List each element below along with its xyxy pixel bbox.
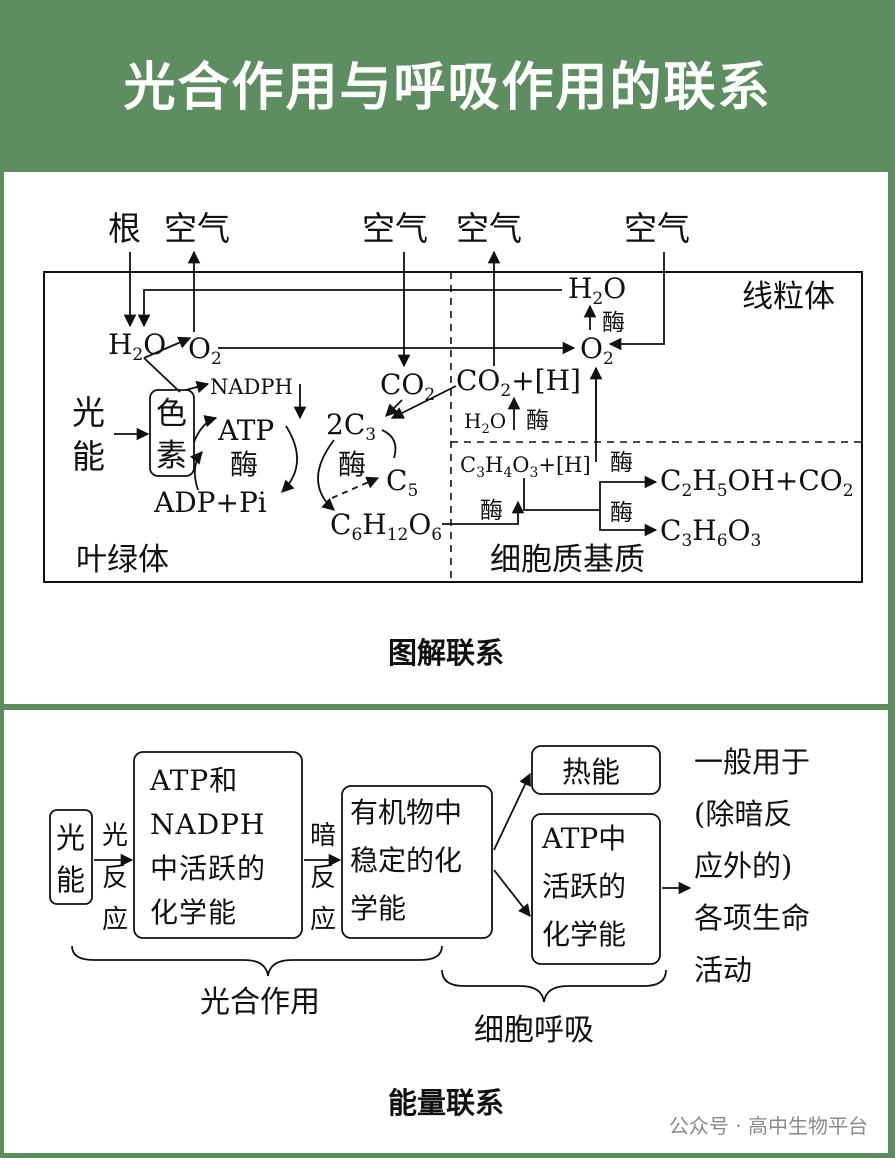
use-line-1: 一般用于 [694, 745, 810, 779]
light-reaction-1: 光 [102, 821, 128, 851]
air-label-3: 空气 [456, 209, 522, 248]
ethanol-co2: C2H5OH+CO2 [660, 464, 854, 501]
use-line-4: 各项生命 [694, 901, 810, 935]
dark-reaction-2: 反 [310, 863, 336, 893]
glucose: C6H12O6 [330, 508, 442, 545]
cell-frame [43, 271, 863, 583]
o2-mito: O2 [580, 332, 614, 369]
heat-label: 热能 [562, 755, 620, 789]
pigment-box [149, 389, 195, 477]
atp2-line-3: 化学能 [542, 918, 626, 951]
pyruvate-h: C3H4O3+[H] [460, 453, 591, 481]
light-energy-box [49, 809, 93, 905]
lactic-acid: C3H6O3 [660, 514, 761, 551]
energy-diagram-panel: 光 能 光 反 应 ATP和 NADPH 中活跃的 化学能 暗 反 应 有机物中… [4, 710, 888, 1153]
atp-box-line-1: ATP和 [149, 764, 238, 797]
photosynthesis-brace [71, 945, 443, 977]
nadph-label: NADPH [210, 375, 293, 399]
respiration-brace [441, 969, 667, 1003]
enzyme-mito-1: 酶 [602, 310, 625, 336]
material-diagram-panel: 根 空气 空气 空气 空气 线粒体 叶绿体 细胞质基质 H2O O2 H2O O… [4, 172, 888, 704]
root-label: 根 [108, 209, 141, 248]
atp-label: ATP [217, 414, 274, 447]
atp-enzyme: 酶 [230, 448, 258, 481]
organic-line-3: 学能 [350, 892, 406, 925]
air-label-4: 空气 [624, 209, 690, 248]
light-energy-2: 能 [56, 863, 85, 897]
h2o-chloroplast: H2O [108, 328, 166, 365]
enzyme-cyto-1: 酶 [610, 450, 633, 476]
light-energy-char-1: 光 [72, 393, 105, 432]
organic-line-1: 有机物中 [350, 796, 462, 829]
o2-chloroplast: O2 [188, 332, 222, 369]
co2-h-mito: CO2+[H] [456, 364, 581, 401]
diagram-caption-1: 图解联系 [387, 636, 504, 670]
calvin-enzyme: 酶 [338, 448, 366, 481]
light-reaction-3: 应 [102, 905, 128, 935]
adp-pi-label: ADP+Pi [153, 486, 267, 519]
title-banner: 光合作用与呼吸作用的联系 [0, 0, 895, 168]
watermark: 公众号 · 高中生物平台 [668, 1114, 868, 1138]
diagram-caption-2: 能量联系 [387, 1086, 504, 1120]
braces [71, 945, 667, 1003]
atp2-line-1: ATP中 [541, 822, 626, 855]
organic-matter-box [341, 785, 493, 939]
atp-nadph-box [133, 751, 303, 939]
atp-chemical-box [531, 813, 661, 965]
chloroplast-label: 叶绿体 [76, 542, 169, 578]
enzyme-cyto-3: 酶 [480, 498, 503, 524]
atp2-line-2: 活跃的 [542, 870, 626, 903]
atp-box-line-2: NADPH [150, 808, 265, 841]
air-label-1: 空气 [164, 209, 230, 248]
c5: C5 [386, 464, 418, 501]
light-energy-1: 光 [56, 821, 85, 855]
mitochondria-label: 线粒体 [742, 279, 835, 315]
atp-box-line-3: 中活跃的 [150, 852, 266, 885]
pigment-char-1: 色 [156, 396, 187, 432]
page-title: 光合作用与呼吸作用的联系 [123, 57, 772, 118]
light-energy-char-2: 能 [72, 437, 105, 476]
use-line-2: (除暗反 [694, 797, 792, 831]
energy-diagram: 光 能 光 反 应 ATP和 NADPH 中活跃的 化学能 暗 反 应 有机物中… [49, 745, 810, 1048]
pigment-char-2: 素 [156, 438, 187, 474]
h2o-into-mito: H2O [464, 409, 506, 437]
enzyme-cyto-2: 酶 [610, 500, 633, 526]
energy-arrows [94, 772, 692, 917]
photosynthesis-label: 光合作用 [200, 985, 320, 1020]
diagram-arrows [114, 250, 665, 537]
enzyme-mito-2: 酶 [526, 408, 549, 434]
air-label-2: 空气 [362, 209, 428, 248]
cytoplasm-label: 细胞质基质 [490, 542, 645, 578]
co2-chloroplast: CO2 [380, 368, 435, 405]
dark-reaction-3: 应 [310, 905, 336, 935]
dark-reaction-1: 暗 [310, 821, 336, 851]
atp-box-line-4: 化学能 [150, 896, 237, 929]
respiration-label: 细胞呼吸 [474, 1013, 594, 1048]
heat-box [531, 745, 661, 795]
use-line-5: 活动 [694, 953, 752, 987]
use-line-3: 应外的) [694, 849, 792, 883]
organic-line-2: 稳定的化 [350, 844, 462, 877]
material-diagram: 根 空气 空气 空气 空气 线粒体 叶绿体 细胞质基质 H2O O2 H2O O… [43, 209, 863, 583]
h2o-mito: H2O [568, 272, 626, 309]
light-reaction-2: 反 [102, 863, 128, 893]
2c3: 2C3 [326, 408, 376, 445]
